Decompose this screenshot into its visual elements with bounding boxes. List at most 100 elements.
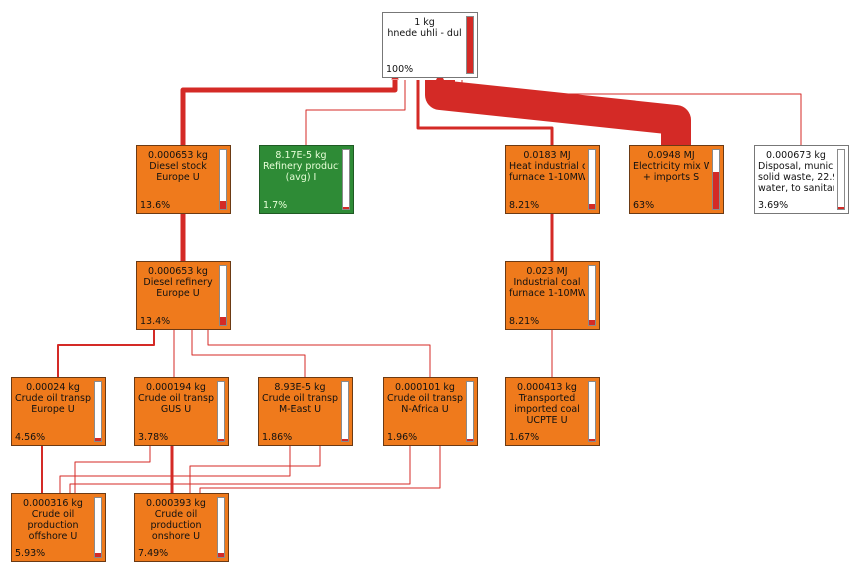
node-label-line: N-Africa U: [401, 404, 449, 415]
node-share-fill: [589, 438, 595, 441]
node-amount: 0.000653 kg: [148, 150, 208, 161]
node-share-bar: [217, 381, 225, 442]
link-crude_meast-to-diesel_refinery: [191, 330, 306, 377]
node-amount: 0.0948 MJ: [647, 150, 695, 161]
node-label-line: imported coal: [514, 404, 580, 415]
node-share-fill: [220, 317, 226, 325]
node-share-fill: [218, 552, 224, 557]
node-share-bar: [837, 149, 845, 210]
node-share-bar: [588, 381, 596, 442]
node-share-fill: [589, 204, 595, 209]
node-share-fill: [343, 206, 349, 209]
node-percentage: 1.96%: [387, 432, 418, 443]
link-refinery_products-to-root: [305, 80, 406, 145]
node-percentage: 13.4%: [140, 316, 171, 327]
link-electricity_mix-to-root: [425, 80, 691, 145]
node-label-line: Diesel refinery: [143, 277, 213, 288]
node-share-bar: [94, 381, 102, 442]
node-percentage: 3.69%: [758, 200, 789, 211]
node-label-line: GUS U: [160, 404, 192, 415]
node-label-line: Diesel stock: [149, 161, 207, 172]
node-percentage: 4.56%: [15, 432, 46, 443]
node-label-line: production: [27, 520, 79, 531]
node-label-line: Europe U: [31, 404, 75, 415]
node-label-line: hnede uhli - dul: [387, 28, 462, 39]
node-label-line: UCPTE U: [526, 415, 568, 426]
node-label-line: solid waste, 22.9%: [758, 172, 834, 183]
node-amount: 0.0183 MJ: [523, 150, 571, 161]
node-amount: 1 kg: [414, 17, 435, 28]
node-label-line: Transported: [518, 393, 576, 404]
node-percentage: 63%: [633, 200, 655, 211]
node-percentage: 13.6%: [140, 200, 171, 211]
node-label-line: (avg) I: [285, 172, 317, 183]
node-share-bar: [466, 381, 474, 442]
link-crude_onshore-to-crude_meast: [189, 446, 321, 493]
node-label-line: Crude oil: [31, 509, 75, 520]
link-crude_europe-to-diesel_refinery: [57, 330, 155, 377]
node-amount: 0.000316 kg: [23, 498, 83, 509]
node-share-bar: [342, 149, 350, 210]
node-label-line: Disposal, municipal: [758, 161, 834, 172]
node-percentage: 5.93%: [15, 548, 46, 559]
node-label-line: + imports S: [642, 172, 700, 183]
node-label-line: production: [150, 520, 202, 531]
node-percentage: 3.78%: [138, 432, 169, 443]
link-electricity_mix-to-root-arrow: [432, 72, 448, 88]
node-share-bar: [217, 497, 225, 558]
node-amount: 0.000653 kg: [148, 266, 208, 277]
node-label-line: M-East U: [278, 404, 322, 415]
node-share-fill: [589, 320, 595, 325]
node-share-bar: [466, 16, 474, 74]
node-share-bar: [341, 381, 349, 442]
node-percentage: 1.86%: [262, 432, 293, 443]
node-share-fill: [220, 200, 226, 209]
node-label-line: Crude oil transport: [262, 393, 338, 404]
node-label-line: Crude oil: [154, 509, 198, 520]
node-percentage: 7.49%: [138, 548, 169, 559]
node-share-fill: [95, 553, 101, 557]
node-amount: 0.023 MJ: [526, 266, 568, 277]
node-label-line: Europe U: [156, 172, 200, 183]
node-amount: 0.000413 kg: [517, 382, 577, 393]
link-crude_offshore-to-crude_gus: [74, 446, 151, 493]
node-share-bar: [712, 149, 720, 210]
node-amount: 0.00024 kg: [26, 382, 80, 393]
node-amount: 8.17E-5 kg: [275, 150, 327, 161]
node-share-bar: [219, 265, 227, 326]
node-percentage: 8.21%: [509, 316, 540, 327]
node-label-line: Electricity mix W-D: [633, 161, 709, 172]
node-share-fill: [467, 438, 473, 441]
node-share-fill: [838, 206, 844, 209]
node-share-fill: [218, 438, 224, 441]
node-share-fill: [467, 17, 473, 73]
node-share-bar: [94, 497, 102, 558]
link-crude_offshore-to-crude_nafrica: [69, 446, 411, 493]
